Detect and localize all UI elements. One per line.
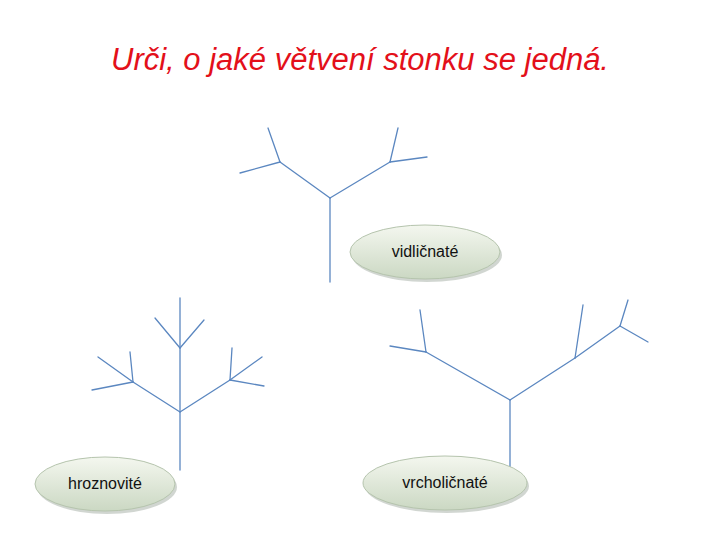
label-oval: vrcholičnaté [362, 455, 528, 511]
oval-fill [35, 457, 175, 511]
racemose-branching [92, 298, 264, 470]
branching-label: vidličnaté [392, 243, 459, 261]
slide-title: Urči, o jaké větvení stonku se jedná. [0, 42, 720, 78]
oval-fill [363, 456, 527, 510]
branching-label: hroznovité [68, 475, 142, 493]
label-oval: hroznovité [34, 456, 176, 512]
oval-fill [350, 225, 500, 279]
label-oval: vidličnaté [349, 224, 501, 280]
branching-label: vrcholičnaté [402, 474, 487, 492]
cymose-branching [390, 300, 648, 470]
